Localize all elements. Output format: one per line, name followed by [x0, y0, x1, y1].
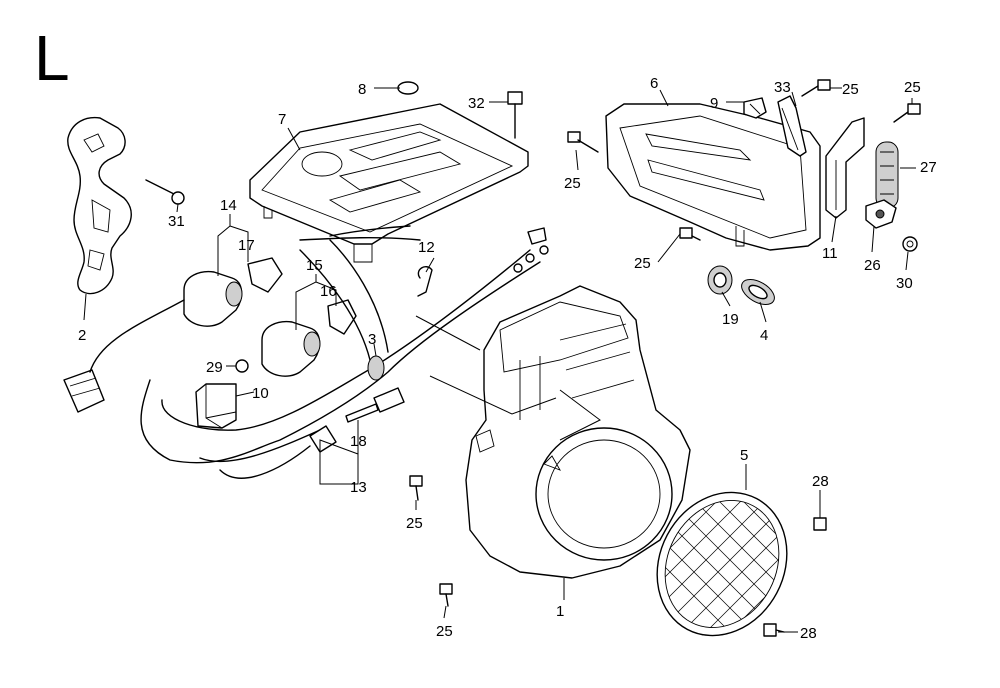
connector-plug	[63, 369, 105, 413]
part-18-bolt	[345, 387, 405, 423]
nut-30	[902, 236, 918, 252]
bolt-32	[507, 91, 523, 139]
part-11-bracket	[825, 117, 865, 219]
callout-16: 16	[320, 283, 337, 300]
part-17-terminal	[247, 257, 283, 293]
callout-31: 31	[168, 213, 185, 230]
part-33-clip	[777, 95, 807, 157]
callout-4: 4	[760, 327, 768, 344]
bolt-25-f	[439, 583, 453, 607]
part-7-top-plate	[249, 103, 529, 263]
nut-8	[397, 81, 419, 95]
callout-19: 19	[722, 311, 739, 328]
part-2-side-shroud	[67, 116, 132, 295]
part-4-seal	[741, 279, 775, 305]
callout-28-a: 28	[812, 473, 829, 490]
callout-2: 2	[78, 327, 86, 344]
part-14-ignition-coil	[183, 270, 243, 327]
part-19-grommet	[707, 265, 733, 295]
callout-25-e: 25	[406, 515, 423, 532]
wiring-harness	[89, 225, 549, 479]
callout-3: 3	[368, 331, 376, 348]
callout-29: 29	[206, 359, 223, 376]
callout-17: 17	[238, 237, 255, 254]
bolt-28-b	[763, 623, 785, 637]
part-5-screen-grille	[643, 480, 801, 648]
callout-25-f: 25	[436, 623, 453, 640]
callout-12: 12	[418, 239, 435, 256]
callout-30: 30	[896, 275, 913, 292]
callout-25-c: 25	[904, 79, 921, 96]
callout-33: 33	[774, 79, 791, 96]
part-10-module	[195, 383, 237, 429]
callout-1: 1	[556, 603, 564, 620]
callout-6: 6	[650, 75, 658, 92]
part-3-grommet	[367, 355, 385, 381]
callout-10: 10	[252, 385, 269, 402]
callout-14: 14	[220, 197, 237, 214]
part-26-clamp	[865, 199, 897, 229]
part-6-cover-plate	[605, 103, 821, 251]
callout-25-a: 25	[564, 175, 581, 192]
callout-9: 9	[710, 95, 718, 112]
part-16-terminal	[327, 299, 357, 335]
callout-13: 13	[350, 479, 367, 496]
callout-26: 26	[864, 257, 881, 274]
part-12-clip	[417, 266, 433, 297]
callout-11: 11	[822, 245, 838, 262]
part-15-ignition-coil	[261, 320, 321, 377]
bolt-25-e	[409, 475, 423, 501]
callout-8: 8	[358, 81, 366, 98]
part-1-fan-housing	[465, 285, 691, 579]
callout-28-b: 28	[800, 625, 817, 642]
part-9-clamp	[743, 97, 767, 119]
part-13-spark-plug-cap	[309, 425, 337, 453]
section-letter: L	[34, 22, 70, 94]
part-27-tube	[875, 141, 899, 209]
callout-25-b: 25	[842, 81, 859, 98]
bolt-29	[235, 359, 249, 373]
callout-32: 32	[468, 95, 485, 112]
bolt-28-a	[813, 517, 827, 531]
bolt-25-b	[801, 79, 831, 97]
callout-25-d: 25	[634, 255, 651, 272]
callout-27: 27	[920, 159, 937, 176]
reference-lines	[415, 315, 601, 441]
callout-5: 5	[740, 447, 748, 464]
leader-lines	[83, 87, 916, 633]
bolt-31	[145, 179, 185, 205]
callout-15: 15	[306, 257, 323, 274]
bolt-25-d	[679, 227, 701, 241]
bolt-25-c	[893, 103, 921, 123]
callout-18: 18	[350, 433, 367, 450]
callout-7: 7	[278, 111, 286, 128]
callout-labels: 1 2 3 4 5 6 7 8 9 10 11 12 13 14 15 16 1…	[78, 75, 937, 642]
bolt-25-a	[567, 131, 599, 153]
